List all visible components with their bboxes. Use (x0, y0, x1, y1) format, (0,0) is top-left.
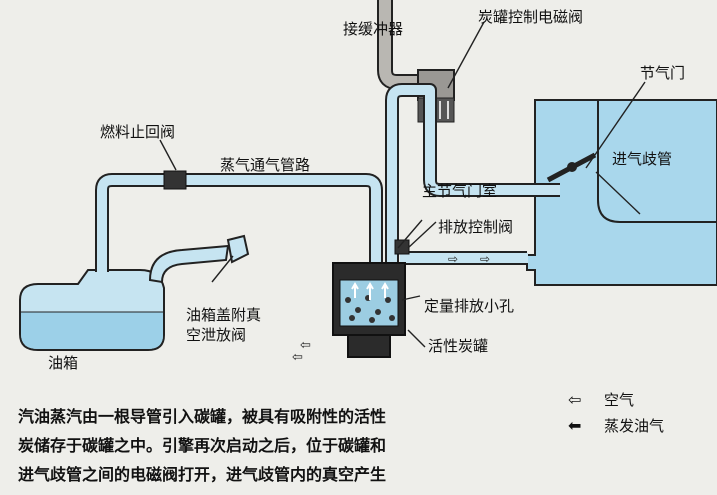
label-fuel-check-valve: 燃料止回阀 (100, 123, 176, 141)
legend-air: ⇦ 空气 (568, 386, 664, 412)
label-canister-solenoid: 炭罐控制电磁阀 (478, 8, 584, 26)
caption-text: 汽油蒸汽由一根导管引入碳罐，被具有吸附性的活性 炭储存于碳罐之中。引擎再次启动之… (18, 402, 538, 489)
filler-neck (148, 244, 230, 284)
label-vapor-line: 蒸气通气管路 (220, 156, 311, 174)
caption-line-2: 炭储存于碳罐之中。引擎再次启动之后，位于碳罐和 (18, 436, 387, 455)
label-throttle-chamber: 主节气门室 (422, 182, 498, 200)
label-filler-cap-line2: 空泄放阀 (186, 326, 247, 344)
svg-text:⇨: ⇨ (480, 252, 490, 266)
solid-arrow-icon: ⬅ (568, 415, 582, 435)
legend-fuel-vapor-label: 蒸发油气 (604, 416, 665, 435)
svg-text:⇦: ⇦ (300, 338, 311, 353)
caption-line-1: 汽油蒸汽由一根导管引入碳罐，被具有吸附性的活性 (18, 407, 387, 426)
throttle-pivot (567, 162, 577, 172)
label-purge-valve: 排放控制阀 (438, 218, 514, 236)
svg-text:⇦: ⇦ (292, 350, 303, 365)
filler-cap (226, 234, 250, 264)
leader-lines (159, 21, 646, 348)
label-intake-manifold: 进气歧管 (612, 150, 673, 168)
legend-air-label: 空气 (604, 390, 635, 409)
legend-fuel-vapor: ⬅ 蒸发油气 (568, 412, 664, 438)
svg-text:⇨: ⇨ (448, 252, 458, 266)
label-fuel-tank: 油箱 (48, 354, 79, 372)
manifold-inner-wall (597, 100, 717, 223)
fuel-liquid (21, 312, 163, 349)
purge-control-valve (394, 239, 410, 255)
label-buffer: 接缓冲器 (343, 20, 404, 38)
label-throttle: 节气门 (640, 64, 686, 82)
caption-line-3: 进气歧管之间的电磁阀打开，进气歧管内的真空产生 (18, 465, 387, 484)
legend: ⇦ 空气 ⬅ 蒸发油气 (568, 386, 664, 438)
label-charcoal-canister: 活性炭罐 (428, 337, 489, 355)
hollow-arrow-icon: ⇦ (568, 389, 582, 409)
label-filler-cap-line1: 油箱盖附真 (186, 306, 262, 324)
fuel-check-valve (163, 170, 187, 190)
label-metering-orifice: 定量排放小孔 (424, 297, 515, 315)
